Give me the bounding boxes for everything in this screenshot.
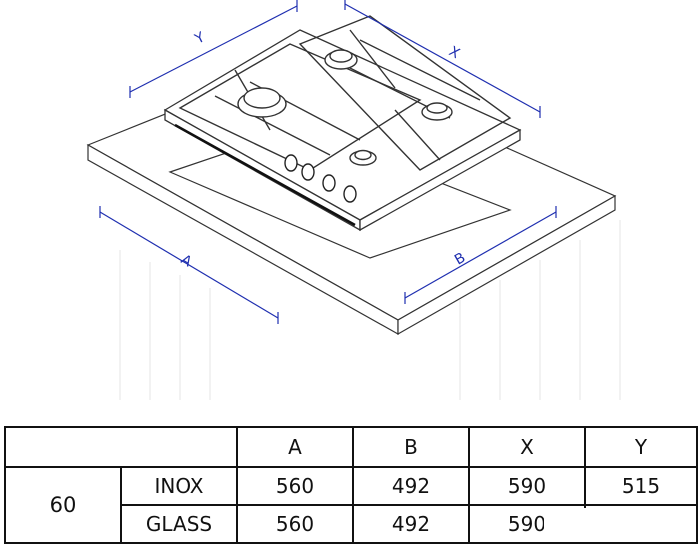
header-x: X [468, 426, 586, 468]
dimension-a-line [99, 211, 279, 319]
dimension-x-label: X [446, 44, 463, 63]
table-header-row: A B X Y [4, 426, 698, 468]
table-row: 60 INOX 560 492 590 515 [4, 466, 698, 544]
hob-installation-drawing: Y X A B [86, 0, 621, 400]
variant-cell: INOX [120, 466, 238, 506]
dimension-y-line [129, 5, 298, 93]
dimension-a-label: A [178, 252, 195, 271]
value-b-cell: 492 [352, 504, 470, 544]
dimensions-table: A B X Y 60 INOX 560 492 590 515 GLASS 56… [4, 426, 698, 544]
dimension-b-line [404, 211, 557, 299]
large-burner-icon [237, 87, 287, 118]
control-knobs [284, 154, 357, 203]
hob-plate [163, 29, 522, 232]
knob-1 [284, 154, 298, 172]
front-burner-icon [349, 149, 377, 166]
value-x-cell: 590 [468, 466, 586, 506]
knob-2 [301, 163, 315, 181]
knob-4 [343, 185, 357, 203]
right-burner-icon [421, 102, 453, 121]
value-y-cell: 515 [584, 466, 698, 506]
header-blank-cell [4, 426, 238, 468]
value-b-cell: 492 [352, 466, 470, 506]
watermark-cover [544, 508, 634, 542]
size-cell: 60 [4, 466, 122, 544]
value-a-cell: 560 [236, 504, 354, 544]
header-b: B [352, 426, 470, 468]
rear-burner-icon [324, 49, 358, 70]
burners [237, 49, 453, 166]
variant-cell: GLASS [120, 504, 238, 544]
background-hatching [119, 220, 621, 400]
dimension-y-label: Y [192, 29, 208, 48]
header-y: Y [584, 426, 698, 468]
value-a-cell: 560 [236, 466, 354, 506]
knob-3 [322, 174, 336, 192]
dimension-x-line [344, 3, 541, 113]
dimension-lines [99, 0, 557, 324]
header-a: A [236, 426, 354, 468]
